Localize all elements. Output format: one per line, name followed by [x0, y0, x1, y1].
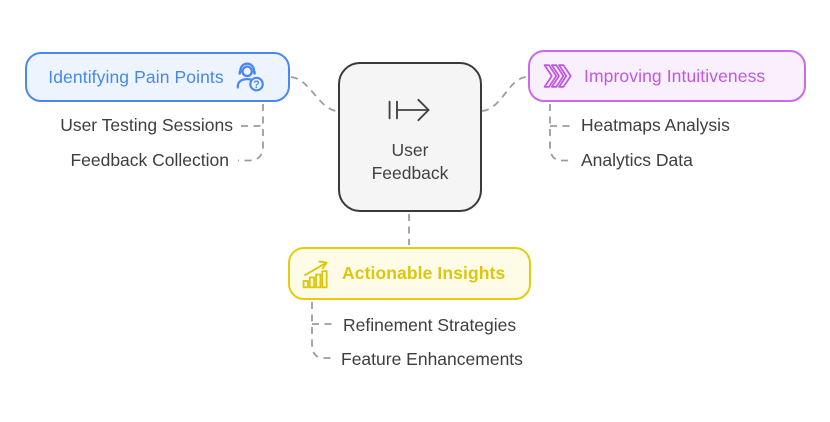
connector-left-to-center: [290, 76, 337, 112]
center-node-line1: User: [391, 140, 429, 160]
list-item: User Testing Sessions: [60, 115, 233, 135]
node-title: Improving Intuitiveness: [584, 65, 766, 86]
connector-bottom-branch: [311, 302, 334, 359]
triple-chevron-forward-icon: [543, 62, 574, 90]
mapsto-arrow-icon: [385, 97, 435, 123]
list-item: Refinement Strategies: [343, 315, 517, 335]
connector-left-branch: [238, 104, 264, 162]
list-item: Feedback Collection: [70, 150, 229, 170]
node-improving-intuitiveness: Improving Intuitiveness: [528, 50, 806, 102]
center-node-label: User Feedback: [372, 139, 449, 185]
list-item: Analytics Data: [581, 150, 693, 170]
node-title: Identifying Pain Points: [48, 66, 224, 87]
connector-center-to-right: [481, 76, 527, 112]
list-item: Feature Enhancements: [341, 349, 523, 369]
center-node-line2: Feedback: [371, 163, 449, 183]
list-item: Heatmaps Analysis: [581, 115, 730, 135]
node-actionable-insights: Actionable Insights: [288, 247, 531, 300]
node-identifying-pain-points: Identifying Pain Points ?: [25, 52, 290, 102]
bar-chart-growth-icon: [301, 259, 332, 289]
node-title: Actionable Insights: [342, 263, 506, 283]
connector-right-branch: [549, 104, 571, 162]
node-user-feedback: User Feedback: [338, 62, 482, 212]
user-headset-question-icon: ?: [233, 60, 267, 94]
question-mark-glyph: ?: [253, 79, 259, 91]
